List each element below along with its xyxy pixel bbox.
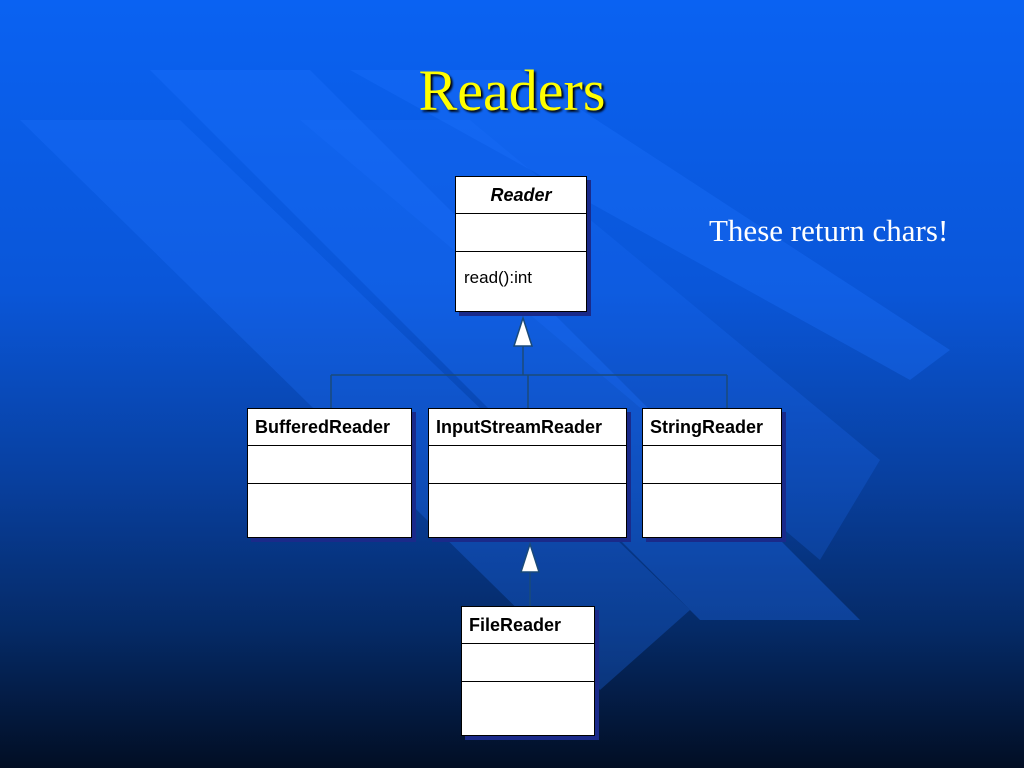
slide-title: Readers [418,58,606,123]
file-reader-attributes [462,644,594,682]
string-reader-class-name: StringReader [643,409,781,446]
string-reader-class-box: StringReader [642,408,782,538]
reader-generalization-arrow [512,315,534,347]
buffered-reader-class-box: BufferedReader [247,408,412,538]
reader-operation: read():int [464,268,533,287]
file-reader-class-box: FileReader [461,606,595,736]
reader-class-name: Reader [456,177,586,214]
reader-class-box: Reader read():int [455,176,587,312]
buffered-reader-attributes [248,446,411,484]
file-reader-class-name: FileReader [462,607,594,644]
string-reader-attributes [643,446,781,484]
input-stream-reader-attributes [429,446,626,484]
reader-attributes [456,214,586,252]
input-stream-reader-generalization-arrow [519,541,541,573]
buffered-reader-class-name: BufferedReader [248,409,411,446]
side-note: These return chars! [709,213,949,248]
input-stream-reader-class-name: InputStreamReader [429,409,626,446]
input-stream-reader-class-box: InputStreamReader [428,408,627,538]
